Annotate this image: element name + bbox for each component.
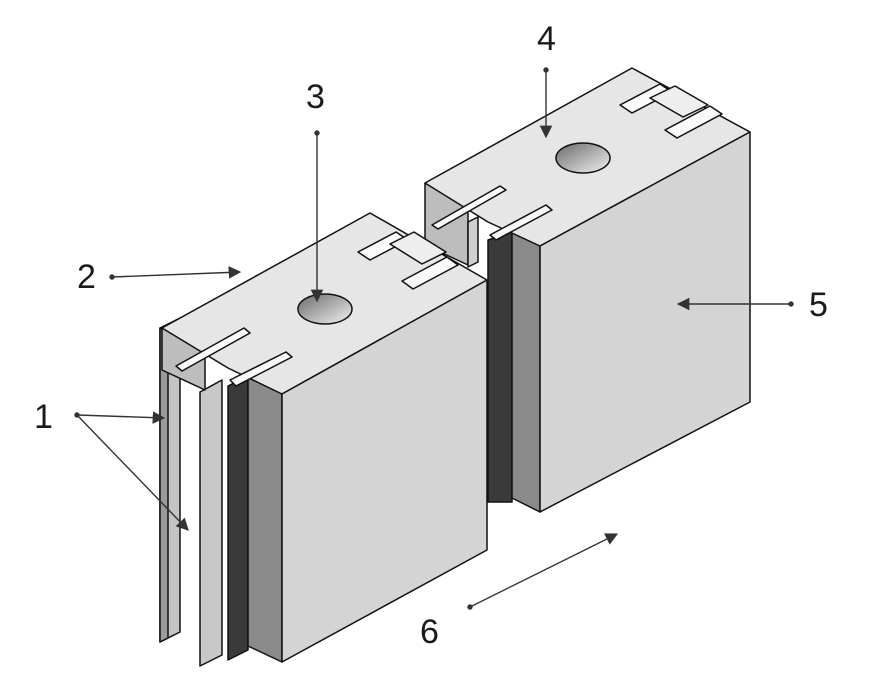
block-front — [159, 212, 488, 667]
callout-leaders — [74, 67, 794, 610]
block-front-front-face — [281, 279, 488, 663]
block-back-notch-2 — [664, 105, 723, 139]
block-front-slot-1 — [175, 327, 251, 372]
block-front-plate-inner — [199, 379, 223, 667]
block-front-dark-strip — [227, 375, 249, 661]
callout-5: 5 — [809, 286, 828, 324]
leader-1a — [76, 411, 166, 424]
block-front-notch-2 — [401, 256, 459, 290]
block-back — [424, 67, 751, 513]
block-front-hole — [297, 293, 353, 325]
leader-2 — [111, 266, 242, 279]
callout-4: 4 — [537, 20, 556, 58]
callout-labels: 1 2 3 4 5 6 — [34, 20, 828, 651]
block-back-slot-1 — [431, 185, 507, 230]
block-back-tongue-a — [467, 216, 479, 268]
block-front-mid-strip — [247, 375, 283, 663]
callout-1: 1 — [34, 398, 53, 436]
block-back-notch-box — [649, 85, 709, 118]
leader-1b — [76, 414, 189, 531]
direction-arrow-6 — [469, 533, 619, 608]
block-back-mid-strip — [511, 231, 541, 513]
block-front-slot-2 — [229, 351, 293, 387]
block-back-front-face — [539, 131, 751, 513]
block-front-plate-outer-edge — [159, 327, 169, 643]
block-back-hole — [555, 142, 611, 174]
callout-3: 3 — [306, 78, 325, 116]
callout-6: 6 — [420, 613, 439, 651]
block-back-slot-2 — [489, 204, 553, 241]
block-back-dark-strip — [487, 231, 513, 503]
callout-2: 2 — [77, 258, 96, 296]
block-front-notch-box — [389, 231, 447, 265]
